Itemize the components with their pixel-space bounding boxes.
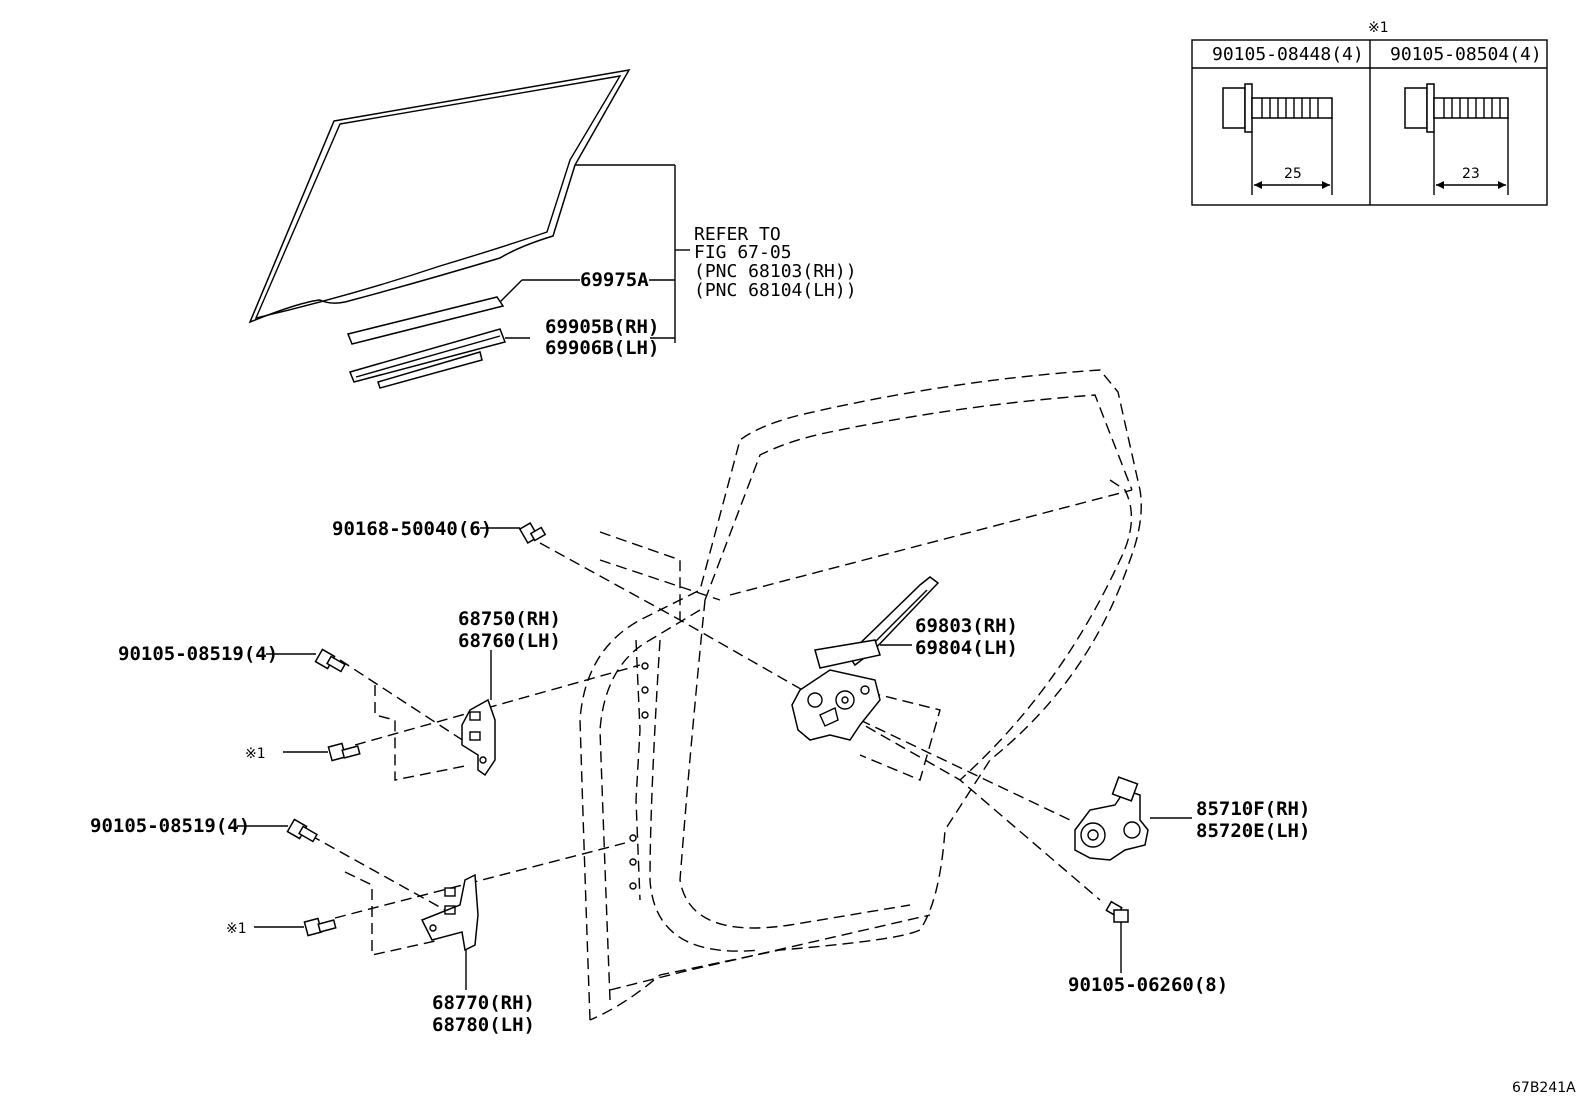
label-90105-06260[interactable]: 90105-06260(8) xyxy=(1068,974,1228,996)
bolt-icon[interactable] xyxy=(286,818,318,843)
flange-bolt-icon xyxy=(1222,83,1333,133)
inset-mark: ※1 xyxy=(1368,20,1389,36)
bolt-icon[interactable] xyxy=(518,522,547,544)
window-regulator[interactable] xyxy=(791,576,940,741)
bolt-icon[interactable] xyxy=(314,648,346,673)
label-mark-upper[interactable]: ※1 xyxy=(245,746,266,762)
regulator-motor[interactable] xyxy=(1074,776,1149,861)
label-69803[interactable]: 69803(RH) xyxy=(915,615,1018,637)
label-68750[interactable]: 68750(RH) xyxy=(458,608,561,630)
door-shell-outline xyxy=(579,369,1142,1021)
door-glass[interactable] xyxy=(248,68,631,324)
bolt-icon[interactable] xyxy=(1105,900,1129,923)
part-labels: REFER TO FIG 67-05 (PNC 68103(RH)) (PNC … xyxy=(90,224,1576,1096)
label-68760[interactable]: 68760(LH) xyxy=(458,630,561,652)
label-85710f[interactable]: 85710F(RH) xyxy=(1196,798,1310,820)
label-90105-08519-upper[interactable]: 90105-08519(4) xyxy=(118,643,278,665)
label-mark-lower[interactable]: ※1 xyxy=(226,921,247,937)
bolt-icon[interactable] xyxy=(327,742,361,762)
inset-dim-1: 25 xyxy=(1284,166,1302,182)
label-85720e[interactable]: 85720E(LH) xyxy=(1196,820,1310,842)
refer-line-1[interactable]: REFER TO xyxy=(694,224,781,245)
label-68770[interactable]: 68770(RH) xyxy=(432,992,535,1014)
label-69975a[interactable]: 69975A xyxy=(580,269,649,291)
inset-part-2[interactable]: 90105-08504(4) xyxy=(1390,44,1542,65)
label-90168-50040[interactable]: 90168-50040(6) xyxy=(332,518,492,540)
belt-moulding[interactable] xyxy=(346,296,505,345)
assembly-leader-lines xyxy=(309,531,1101,956)
flange-bolt-icon xyxy=(1404,83,1509,133)
inset-dim-2: 23 xyxy=(1462,166,1480,182)
label-69905b[interactable]: 69905B(RH) xyxy=(545,316,659,338)
bolt-icon[interactable] xyxy=(303,917,337,937)
label-90105-08519-lower[interactable]: 90105-08519(4) xyxy=(90,815,250,837)
upper-door-hinge[interactable] xyxy=(461,698,496,777)
label-69804[interactable]: 69804(LH) xyxy=(915,637,1018,659)
diagram-id: 67B241A xyxy=(1512,1080,1576,1096)
lower-door-hinge[interactable] xyxy=(420,873,479,952)
glass-run-weatherstrip[interactable] xyxy=(348,328,507,389)
inset-part-1[interactable]: 90105-08448(4) xyxy=(1212,44,1364,65)
bolt-inset-table: ※1 90105-08448(4) 90105-08504(4) 25 xyxy=(1191,20,1548,206)
refer-line-2[interactable]: FIG 67-05 xyxy=(694,242,792,263)
refer-line-3[interactable]: (PNC 68103(RH)) xyxy=(694,261,857,282)
label-68780[interactable]: 68780(LH) xyxy=(432,1014,535,1036)
label-69906b[interactable]: 69906B(LH) xyxy=(545,337,659,359)
refer-line-4[interactable]: (PNC 68104(LH)) xyxy=(694,280,857,301)
